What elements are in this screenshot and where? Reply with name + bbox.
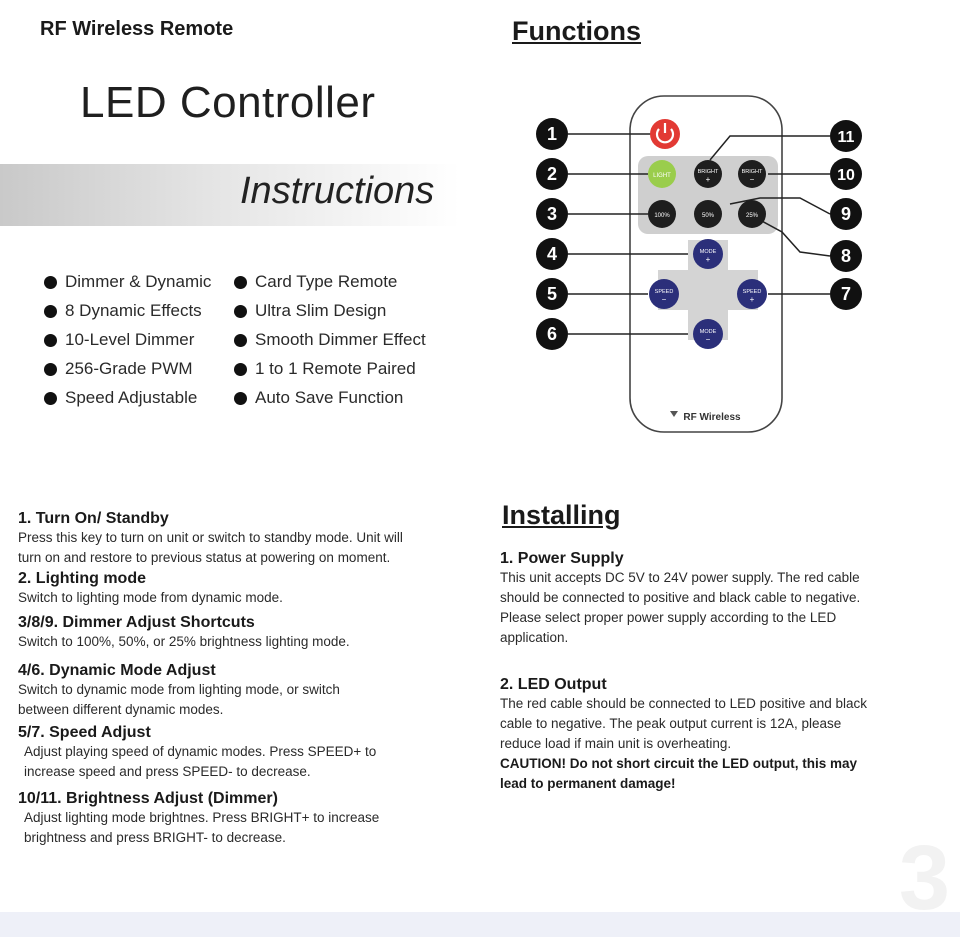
brightness-100-button[interactable]: 100% (648, 200, 676, 228)
usage-item: 1. Turn On/ Standby Press this key to tu… (18, 510, 403, 565)
svg-text:LIGHT: LIGHT (653, 173, 671, 179)
usage-list: 1. Turn On/ Standby Press this key to tu… (18, 508, 478, 850)
svg-text:SPEED: SPEED (743, 289, 762, 295)
bullet-icon (44, 275, 57, 289)
callout-label: 3 (547, 204, 557, 224)
usage-item: 2. Lighting mode Switch to lighting mode… (18, 570, 283, 605)
callouts-right (830, 120, 862, 310)
svg-text:+: + (706, 175, 711, 184)
callout-6 (536, 318, 568, 350)
feature-item: 256-Grade PWM (44, 359, 234, 379)
brightness-50-button[interactable]: 50% (694, 200, 722, 228)
callout-label: 11 (838, 129, 855, 146)
bullet-icon (234, 391, 247, 405)
feature-item: 8 Dynamic Effects (44, 301, 234, 321)
callout-4 (536, 238, 568, 270)
feature-list: Dimmer & Dynamic Card Type Remote 8 Dyna… (44, 272, 464, 408)
svg-text:MODE: MODE (700, 249, 717, 255)
bright-minus-button[interactable]: BRIGHT − (738, 160, 766, 188)
callouts-left (536, 118, 568, 350)
callout-3 (536, 198, 568, 230)
power-icon (655, 128, 675, 144)
feature-item: 10-Level Dimmer (44, 330, 234, 350)
callout-label: 2 (547, 164, 557, 184)
main-title: LED Controller (80, 78, 376, 127)
speed-minus-button[interactable]: SPEED − (649, 279, 679, 309)
light-button[interactable]: LIGHT (648, 160, 676, 188)
callout-8 (830, 240, 862, 272)
functions-title: Functions (512, 16, 641, 46)
callout-label: 8 (841, 246, 851, 266)
bullet-icon (44, 391, 57, 405)
svg-text:+: + (750, 295, 755, 304)
brightness-25-button[interactable]: 25% (738, 200, 766, 228)
bullet-icon (44, 362, 57, 376)
usage-item: 10/11. Brightness Adjust (Dimmer) Adjust… (18, 790, 380, 845)
callout-9 (830, 198, 862, 230)
svg-text:BRIGHT: BRIGHT (698, 169, 719, 175)
callout-label: 6 (547, 324, 557, 344)
feature-item: 1 to 1 Remote Paired (234, 359, 454, 379)
bullet-icon (44, 304, 57, 318)
mode-plus-button[interactable]: MODE + (693, 239, 723, 269)
bullet-icon (234, 362, 247, 376)
svg-text:+: + (706, 255, 711, 264)
svg-text:50%: 50% (702, 213, 715, 219)
dpad-panel (658, 240, 758, 340)
svg-text:MODE: MODE (700, 329, 717, 335)
remote-diagram: 1 2 3 4 5 6 11 10 9 8 7 LIGHT BRIGHT + B… (536, 95, 862, 433)
callout-10 (830, 158, 862, 190)
callout-label: 10 (837, 167, 855, 184)
svg-text:100%: 100% (654, 213, 670, 219)
callout-label: 9 (841, 204, 851, 224)
wireless-icon (670, 411, 678, 417)
bullet-icon (44, 333, 57, 347)
bullet-icon (234, 275, 247, 289)
bullet-icon (234, 333, 247, 347)
usage-item: 5/7. Speed Adjust Adjust playing speed o… (18, 724, 377, 779)
usage-item: 3/8/9. Dimmer Adjust Shortcuts Switch to… (18, 614, 350, 649)
feature-item: Ultra Slim Design (234, 301, 454, 321)
callout-label: 4 (547, 244, 557, 264)
bottom-strip (0, 912, 960, 937)
svg-text:BRIGHT: BRIGHT (742, 169, 763, 175)
svg-text:−: − (750, 175, 755, 184)
bullet-icon (234, 304, 247, 318)
bright-plus-button[interactable]: BRIGHT + (694, 160, 722, 188)
feature-item: Speed Adjustable (44, 388, 234, 408)
speed-plus-button[interactable]: SPEED + (737, 279, 767, 309)
feature-item: Auto Save Function (234, 388, 454, 408)
instructions-band (0, 164, 460, 226)
mode-minus-button[interactable]: MODE − (693, 319, 723, 349)
callout-2 (536, 158, 568, 190)
power-button[interactable] (650, 119, 680, 149)
brand-label: RF Wireless (670, 411, 741, 423)
svg-text:SPEED: SPEED (655, 289, 674, 295)
feature-item: Dimmer & Dynamic (44, 272, 234, 292)
svg-text:25%: 25% (746, 213, 759, 219)
feature-item: Card Type Remote (234, 272, 454, 292)
svg-text:−: − (706, 335, 711, 344)
callout-11 (830, 120, 862, 152)
callout-label: 1 (547, 124, 557, 144)
svg-text:−: − (662, 295, 667, 304)
feature-item: Smooth Dimmer Effect (234, 330, 454, 350)
usage-item: 4/6. Dynamic Mode Adjust Switch to dynam… (18, 662, 340, 717)
svg-text:RF Wireless: RF Wireless (683, 412, 741, 423)
callout-5 (536, 278, 568, 310)
callout-label: 7 (841, 284, 851, 304)
power-supply-section: 1. Power Supply This unit accepts DC 5V … (500, 550, 861, 645)
callout-7 (830, 278, 862, 310)
callout-1 (536, 118, 568, 150)
callout-label: 5 (547, 284, 557, 304)
installing-title: Installing (502, 500, 621, 530)
instructions-title: Instructions (240, 170, 435, 212)
top-label: RF Wireless Remote (40, 18, 234, 40)
led-output-section: 2. LED Output The red cable should be co… (500, 676, 867, 791)
